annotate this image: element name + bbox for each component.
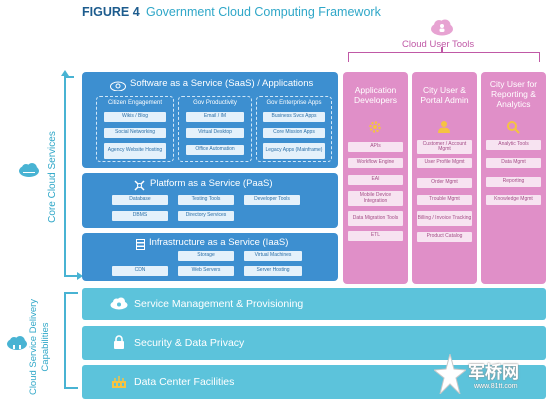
core-bracket-top [64, 76, 74, 78]
saas-item: Social Networking [104, 128, 166, 138]
cloud-gear-icon [110, 78, 126, 92]
figure-title: Government Cloud Computing Framework [146, 5, 381, 19]
paas-item: DBMS [112, 211, 168, 221]
column-title: City User for Reporting & Analytics [489, 79, 538, 109]
datacenter-icon [111, 375, 127, 389]
bar-label: Service Management & Provisioning [134, 298, 304, 310]
tools-item: Order Mgmt [417, 178, 472, 188]
tools-item: Product Catalog [417, 232, 472, 242]
saas-item: Email / IM [186, 112, 244, 122]
service-management-bar: Service Management & Provisioning [82, 288, 546, 320]
watermark-url: www.81tt.com [474, 383, 518, 390]
column-title: Application Developers [354, 85, 397, 105]
tools-column: City User for Reporting & Analytics Anal… [481, 72, 546, 284]
tools-item: Workflow Engine [348, 158, 403, 168]
iaas-item: Storage [178, 251, 234, 261]
star-logo-icon [434, 354, 466, 394]
bar-label: Security & Data Privacy [134, 337, 245, 349]
saas-group-title: Gov Productivity [193, 100, 237, 106]
tools-icon [134, 178, 145, 191]
cloud-user-tools-label: Cloud User Tools [402, 39, 475, 50]
saas-group-title: Citizen Engagement [107, 100, 163, 106]
paas-item: Database [112, 195, 168, 205]
core-bracket-line [64, 76, 66, 276]
iaas-title: Infrastructure as a Service (IaaS) [149, 237, 289, 248]
security-privacy-bar: Security & Data Privacy [82, 326, 546, 360]
delivery-bracket-top [64, 292, 78, 294]
tools-item: Trouble Mgmt [417, 195, 472, 205]
tools-column: City User & Portal Admin Customer / Acco… [412, 72, 477, 284]
core-bracket-arrow [61, 70, 69, 76]
iaas-item: Web Servers [178, 266, 234, 276]
saas-group: Gov Enterprise Apps Business Svcs Apps C… [256, 96, 332, 162]
delivery-cloud-icon [6, 335, 28, 351]
tools-item: Billing / Invoice Tracking [417, 211, 472, 226]
tools-item: Knowledge Mgmt [486, 195, 541, 205]
tools-item: EAI [348, 175, 403, 185]
core-bracket-arrow-right [77, 272, 83, 280]
saas-item: Business Svcs Apps [263, 112, 325, 122]
data-center-bar: Data Center Facilities [82, 365, 546, 399]
server-icon [136, 237, 145, 250]
iaas-layer: Infrastructure as a Service (IaaS) Stora… [82, 233, 338, 281]
tools-item: Reporting [486, 177, 541, 187]
core-cloud-icon [18, 162, 40, 178]
column-title: City User & Portal Admin [420, 85, 469, 105]
tools-bracket-tick [441, 47, 443, 53]
saas-group: Gov Productivity Email / IM Virtual Desk… [178, 96, 252, 162]
saas-item: Core Mission Apps [263, 128, 325, 138]
saas-group-title: Gov Enterprise Apps [266, 100, 322, 106]
iaas-item: CDN [112, 266, 168, 276]
paas-item: Testing Tools [178, 195, 234, 205]
delivery-capabilities-label: Cloud Service Delivery Capabilities [28, 298, 51, 396]
paas-title: Platform as a Service (PaaS) [150, 178, 273, 189]
user-icon [437, 120, 451, 134]
delivery-bracket-bottom [64, 387, 78, 389]
figure-label: FIGURE 4 [82, 5, 140, 19]
cloud-user-icon [430, 18, 454, 36]
tools-item: Customer / Account Mgmt [417, 140, 472, 154]
gear-icon [368, 120, 382, 134]
bar-label: Data Center Facilities [134, 376, 235, 388]
saas-group: Citizen Engagement Wikis / Blog Social N… [96, 96, 174, 162]
tools-item: Data Mgmt [486, 158, 541, 168]
saas-item: Legacy Apps (Mainframe) [263, 143, 325, 159]
tools-column: Application Developers APIs Workflow Eng… [343, 72, 408, 284]
saas-item: Virtual Desktop [186, 128, 244, 138]
saas-title: Software as a Service (SaaS) / Applicati… [130, 78, 314, 89]
saas-item: Office Automation [186, 145, 244, 155]
saas-item: Agency Website Hosting [104, 143, 166, 159]
magnifier-icon [506, 120, 520, 134]
iaas-item: Virtual Machines [244, 251, 302, 261]
tools-item: User Profile Mgmt [417, 158, 472, 168]
paas-layer: Platform as a Service (PaaS) Database Te… [82, 173, 338, 228]
core-bracket-bottom [64, 275, 78, 277]
core-cloud-services-label: Core Cloud Services [47, 131, 58, 223]
iaas-item: Server Hosting [244, 266, 302, 276]
tools-item: ETL [348, 231, 403, 241]
tools-item: Data Migration Tools [348, 211, 403, 226]
site-watermark: 军桥网 www.81tt.com [430, 352, 550, 402]
cloud-gear-icon [110, 297, 128, 310]
paas-item: Developer Tools [244, 195, 300, 205]
tools-item: Analytic Tools [486, 140, 541, 150]
tools-item: APIs [348, 142, 403, 152]
tools-item: Mobile Device Integration [348, 191, 403, 206]
delivery-bracket-line [64, 292, 66, 388]
paas-item: Directory Services [178, 211, 234, 221]
lock-icon [113, 335, 125, 350]
tools-bracket [348, 52, 540, 62]
saas-item: Wikis / Blog [104, 112, 166, 122]
saas-layer: Software as a Service (SaaS) / Applicati… [82, 72, 338, 168]
watermark-text: 军桥网 [468, 363, 519, 382]
